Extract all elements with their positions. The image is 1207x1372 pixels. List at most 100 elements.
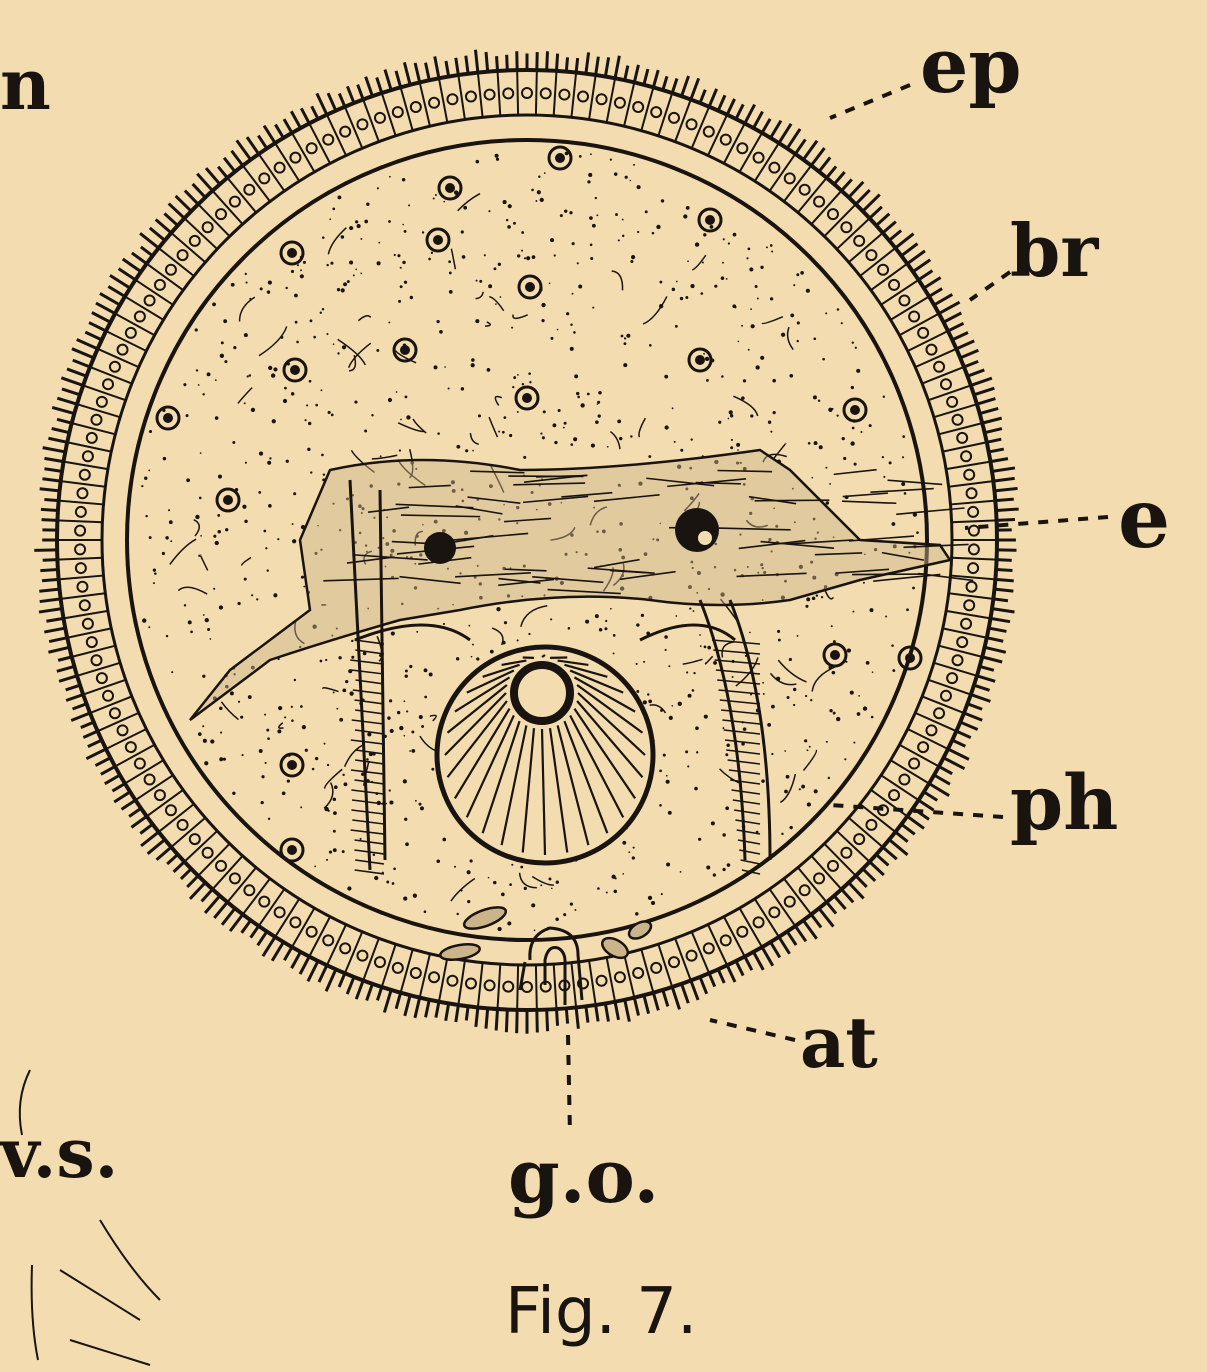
stipple-dot xyxy=(812,597,815,600)
stipple-dot xyxy=(549,877,552,880)
stipple-dot xyxy=(487,368,491,372)
fibre xyxy=(770,673,796,684)
stipple-dot xyxy=(656,225,660,229)
stipple-dot xyxy=(916,531,919,534)
stipple-dot xyxy=(889,461,892,464)
stipple-dot xyxy=(797,340,799,342)
cell-wall xyxy=(824,844,855,876)
stipple-dot xyxy=(592,224,596,228)
label-e: e xyxy=(1118,478,1170,560)
cell-wall xyxy=(497,71,500,116)
stipple-dot xyxy=(419,715,423,719)
stipple-dot xyxy=(722,868,725,871)
stipple-dot xyxy=(645,210,648,213)
stipple-dot xyxy=(184,604,186,606)
stipple-dot xyxy=(549,282,551,284)
stipple-dot xyxy=(700,645,702,647)
stipple-dot xyxy=(763,693,765,695)
cell-wall xyxy=(64,462,108,470)
stipple-dot xyxy=(570,902,573,905)
stipple-dot xyxy=(595,197,597,199)
cell-nucleus xyxy=(244,185,254,195)
stipple-dot xyxy=(475,319,479,323)
stipple-dot xyxy=(380,455,382,457)
cilium xyxy=(987,439,1002,442)
cilium xyxy=(996,509,1019,510)
hatch-line xyxy=(738,840,760,844)
cilium xyxy=(787,129,800,149)
stipple-dot xyxy=(531,903,535,907)
stipple-dot xyxy=(291,719,294,722)
stipple-dot xyxy=(314,865,316,867)
stipple-dot xyxy=(268,281,272,285)
label-corner-n: n xyxy=(0,50,51,120)
stipple-dot xyxy=(511,864,513,866)
cilium xyxy=(339,93,345,106)
cell-wall xyxy=(59,576,104,580)
stipple-dot xyxy=(224,360,227,363)
cilium xyxy=(663,990,668,1007)
stipple-dot xyxy=(543,410,546,413)
cell-nucleus xyxy=(393,963,403,973)
stipple-dot xyxy=(534,930,536,932)
stipple-dot xyxy=(694,787,698,791)
stipple-dot xyxy=(813,337,816,340)
stipple-dot xyxy=(855,347,857,349)
fibre xyxy=(372,455,397,459)
fibre xyxy=(200,555,207,570)
stipple-dot xyxy=(240,716,243,719)
stipple-dot xyxy=(517,254,520,257)
stipple-dot xyxy=(205,618,209,622)
stipple-dot xyxy=(588,173,592,177)
cell-nucleus xyxy=(769,907,779,917)
hatch-line xyxy=(730,780,760,784)
stipple-dot xyxy=(622,235,624,237)
stipple-dot xyxy=(652,232,655,235)
stipple-dot xyxy=(203,614,205,616)
cell-nucleus xyxy=(145,775,155,785)
leader-e xyxy=(965,517,1108,528)
stipple-dot xyxy=(327,764,329,766)
cell-nucleus xyxy=(290,153,300,163)
stipple-dot xyxy=(399,449,401,451)
stipple-dot xyxy=(659,769,662,772)
cell-wall xyxy=(589,75,596,120)
stipple-dot xyxy=(578,285,582,289)
stipple-dot xyxy=(371,414,373,416)
stipple-dot xyxy=(630,260,633,263)
cell-nucleus xyxy=(899,775,909,785)
stipple-dot xyxy=(797,321,800,324)
stipple-dot xyxy=(470,859,473,862)
stipple-dot xyxy=(617,419,621,423)
stipple-dot xyxy=(749,632,751,634)
stipple-dot xyxy=(784,790,788,794)
cilium xyxy=(486,1008,488,1028)
cilium xyxy=(39,589,59,591)
stipple-dot xyxy=(329,850,332,853)
stipple-dot xyxy=(811,477,813,479)
stipple-dot xyxy=(429,672,433,676)
stipple-dot xyxy=(402,224,404,226)
cilium xyxy=(691,78,699,99)
stipple-dot xyxy=(522,383,524,385)
cilium xyxy=(889,230,901,240)
stipple-dot xyxy=(291,392,294,395)
cilium xyxy=(990,618,1010,621)
stipple-dot xyxy=(389,176,391,178)
stipple-dot xyxy=(479,280,482,283)
cilium xyxy=(964,361,978,367)
stipple-dot xyxy=(883,476,885,478)
cell-nucleus xyxy=(135,759,145,769)
stipple-dot xyxy=(472,644,474,646)
hatch-line xyxy=(739,850,760,854)
cilium xyxy=(385,70,391,90)
cilium xyxy=(435,56,439,78)
stipple-dot xyxy=(535,200,537,202)
cilium xyxy=(980,408,999,413)
cilium xyxy=(576,58,578,73)
stipple-dot xyxy=(204,761,208,765)
stipple-dot xyxy=(215,541,219,545)
stipple-dot xyxy=(245,273,247,275)
cell-nucleus xyxy=(909,759,919,769)
stipple-dot xyxy=(355,220,358,223)
